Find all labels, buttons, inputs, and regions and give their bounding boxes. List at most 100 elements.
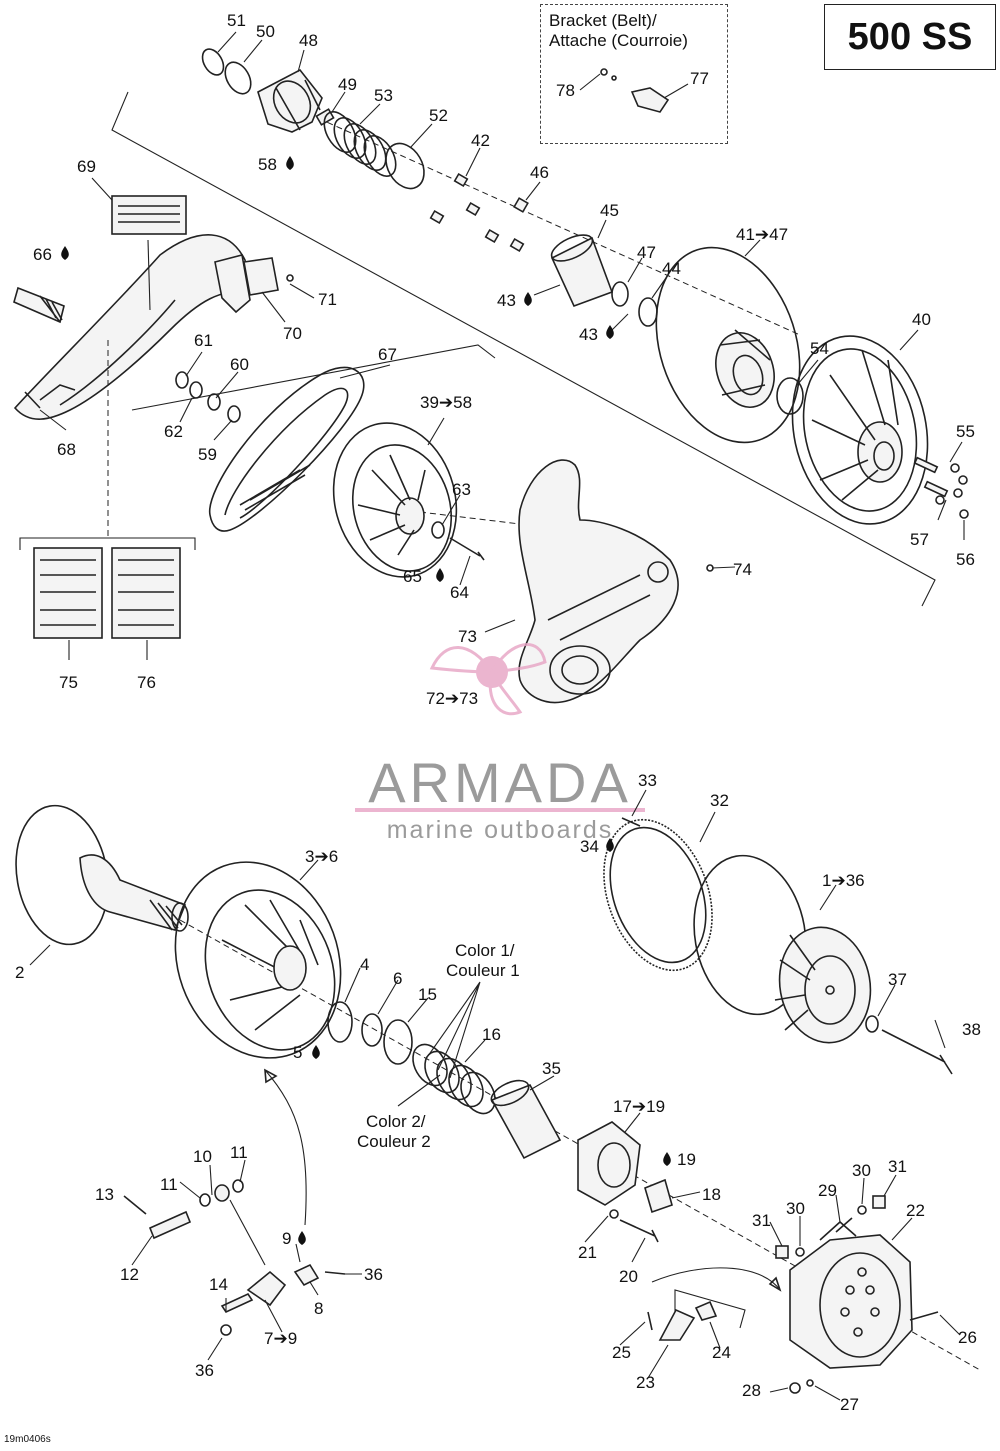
callout-53: 53 — [374, 86, 393, 105]
callout-labels: 51 50 48 49 53 52 58 42 46 45 47 44 43 4… — [15, 11, 981, 1414]
callout-76: 76 — [137, 673, 156, 692]
screw-part-13 — [123, 1195, 147, 1215]
callout-46: 46 — [530, 163, 549, 182]
callout-25: 25 — [612, 1343, 631, 1362]
callout-color-1b: Couleur 1 — [446, 961, 520, 980]
callout-43b: 43 — [579, 325, 598, 344]
callout-64: 64 — [450, 583, 469, 602]
washer-part-27 — [806, 1379, 814, 1387]
callout-42: 42 — [471, 131, 490, 150]
callout-32: 32 — [710, 791, 729, 810]
cam-part-48 — [257, 68, 323, 133]
watermark-underline — [355, 808, 645, 812]
callout-36a: 36 — [364, 1265, 383, 1284]
callout-56: 56 — [956, 550, 975, 569]
washer-part-63 — [431, 521, 445, 539]
callout-12: 12 — [120, 1265, 139, 1284]
circlip-part-51 — [201, 48, 225, 76]
oil-drop-icon — [61, 156, 671, 1245]
watermark-logo — [429, 643, 547, 716]
pin-part-12 — [148, 1210, 192, 1240]
callout-37: 37 — [888, 970, 907, 989]
callout-75: 75 — [59, 673, 78, 692]
callout-54: 54 — [810, 339, 829, 358]
callout-11a: 11 — [230, 1143, 248, 1162]
driven-pulley-part-39 — [332, 422, 458, 578]
callout-55: 55 — [956, 422, 975, 441]
governor-part-17 — [577, 1121, 641, 1206]
bushing-part-45 — [550, 234, 614, 308]
callout-7-9: 7➔9 — [264, 1329, 297, 1348]
callout-50: 50 — [256, 22, 275, 41]
screw-part-25 — [647, 1311, 653, 1331]
callout-5: 5 — [293, 1043, 302, 1062]
callout-21: 21 — [578, 1243, 597, 1262]
belt-bracket-inset: Bracket (Belt)/ Attache (Courroie) — [540, 4, 728, 144]
callout-36b: 36 — [195, 1361, 214, 1380]
callout-74: 74 — [733, 560, 752, 579]
screw-part-71 — [286, 274, 294, 282]
screw-part-20 — [619, 1219, 659, 1243]
bracket-part-77 — [630, 87, 670, 113]
nut-part-31b — [872, 1195, 886, 1209]
bushing-part-44 — [638, 297, 658, 327]
roller-part-10 — [199, 1179, 244, 1207]
callout-15: 15 — [418, 985, 437, 1004]
screw-part-78 — [600, 68, 608, 76]
callout-13: 13 — [95, 1185, 114, 1204]
nut-part-56 — [959, 509, 969, 519]
callout-18: 18 — [702, 1185, 721, 1204]
drawing-code: 19m0406s — [4, 1434, 51, 1445]
drive-belt-part-67 — [209, 366, 365, 532]
callout-28: 28 — [742, 1381, 761, 1400]
callout-color-2b: Couleur 2 — [357, 1132, 431, 1151]
model-title: 500 SS — [824, 4, 996, 70]
washer-part-21 — [609, 1209, 619, 1219]
callout-24: 24 — [712, 1343, 731, 1362]
callout-31a: 31 — [752, 1211, 771, 1230]
screw-part-46 — [513, 197, 529, 213]
callout-59: 59 — [198, 445, 217, 464]
callout-38: 38 — [962, 1020, 981, 1039]
bushing-part-18 — [644, 1178, 673, 1214]
inset-title-line-1: Bracket (Belt)/ — [549, 11, 657, 30]
bushing-part-4 — [327, 1001, 353, 1043]
screw-part-26 — [909, 1311, 939, 1321]
callout-4: 4 — [360, 955, 369, 974]
hub-part-22 — [789, 1220, 913, 1369]
inner-cover-part-72 — [518, 459, 679, 704]
callout-29: 29 — [818, 1181, 837, 1200]
ring-part-47 — [611, 281, 629, 307]
callout-69: 69 — [77, 157, 96, 176]
spring-part-16 — [412, 1043, 496, 1115]
belt-guard-part-68 — [13, 234, 251, 420]
callout-34: 34 — [580, 837, 599, 856]
callout-45: 45 — [600, 201, 619, 220]
callout-3-6: 3➔6 — [305, 847, 338, 866]
arrow-head-3 — [264, 1068, 278, 1084]
nut-part-28 — [789, 1382, 801, 1394]
callout-6: 6 — [393, 969, 402, 988]
callout-65: 65 — [403, 567, 422, 586]
bracket-part-70 — [243, 257, 279, 296]
callout-30a: 30 — [786, 1199, 805, 1218]
callout-49: 49 — [338, 75, 357, 94]
callout-16: 16 — [482, 1025, 501, 1044]
drive-assembly-part-1 — [693, 854, 872, 1044]
nut-part-36b — [220, 1324, 232, 1336]
leader-lines — [29, 31, 965, 1401]
callout-33: 33 — [638, 771, 657, 790]
callout-20: 20 — [619, 1267, 638, 1286]
callout-10: 10 — [193, 1147, 212, 1166]
washer-part-37 — [865, 1015, 879, 1033]
callout-9: 9 — [282, 1229, 291, 1248]
callout-22: 22 — [906, 1201, 925, 1220]
callout-60: 60 — [230, 355, 249, 374]
washer-part-52 — [385, 142, 425, 190]
callout-43a: 43 — [497, 291, 516, 310]
bracket-part-23 — [658, 1308, 696, 1341]
callout-72-73: 72➔73 — [426, 689, 478, 708]
callout-61: 61 — [194, 331, 213, 350]
callout-41-47: 41➔47 — [736, 225, 788, 244]
callout-62: 62 — [164, 422, 183, 441]
